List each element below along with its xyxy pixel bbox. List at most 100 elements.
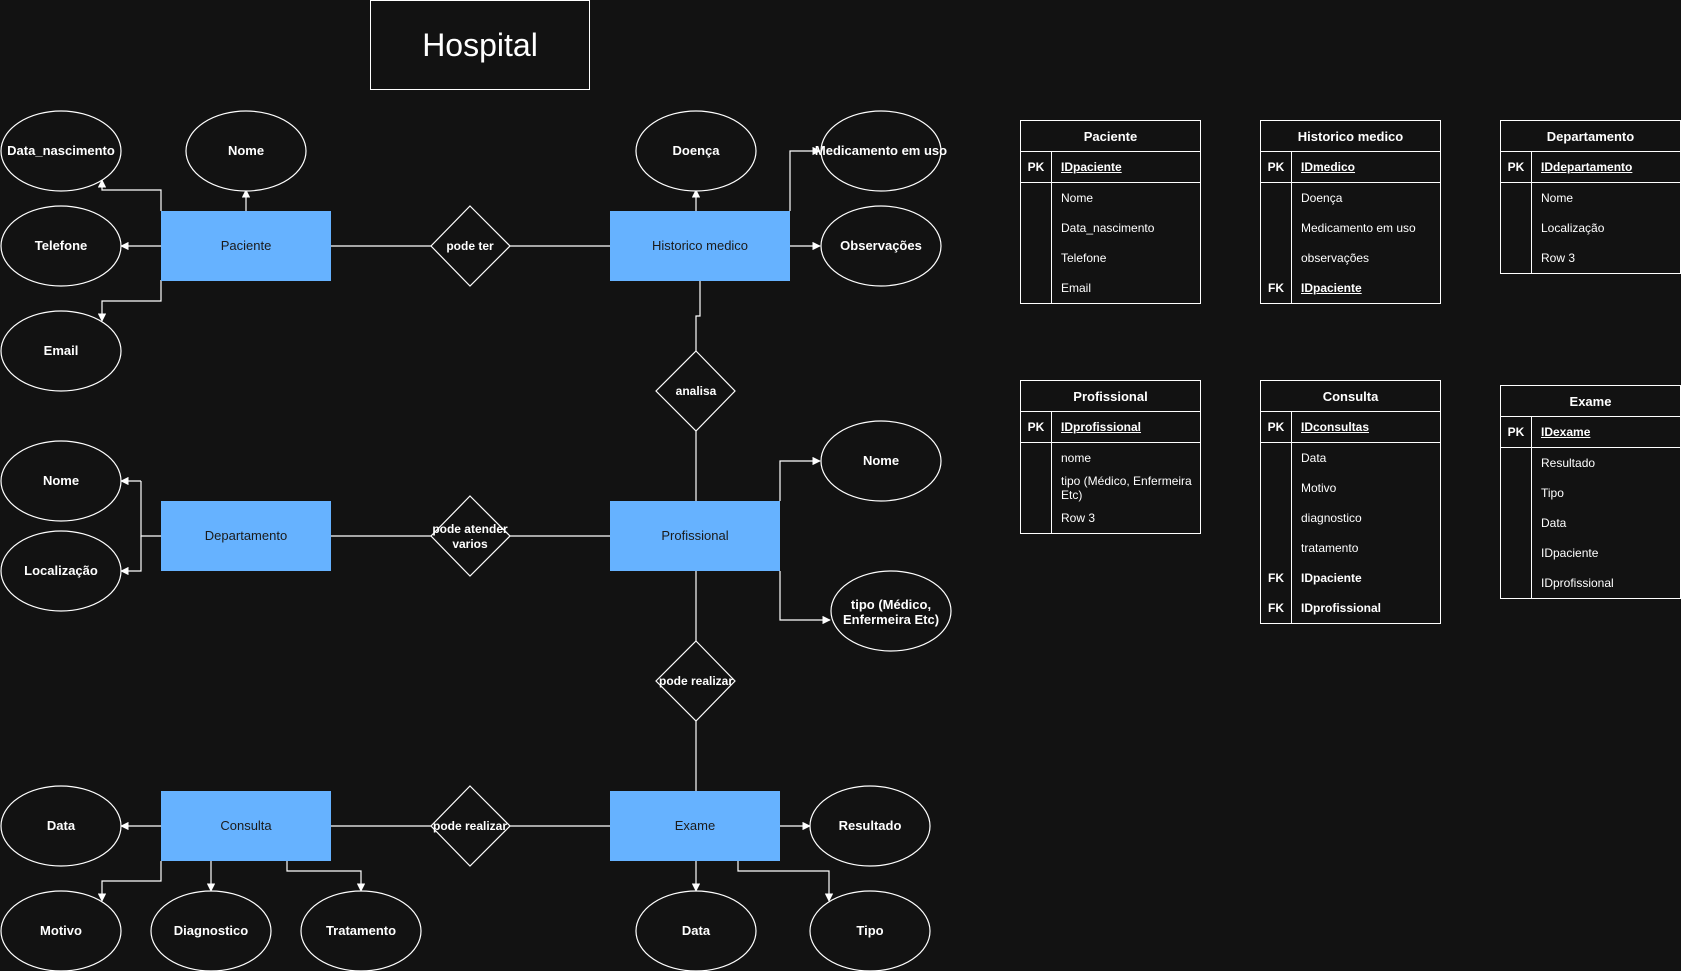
attr-label: Email: [44, 343, 79, 358]
entity-departamento[interactable]: Departamento: [161, 501, 331, 571]
table-key-cell: [1261, 213, 1292, 243]
diagram-title[interactable]: Hospital: [370, 0, 590, 90]
table-row[interactable]: tipo (Médico, Enfermeira Etc): [1021, 473, 1200, 503]
edge-paciente-data-nascimento: [97, 179, 162, 211]
table-historico-title: Historico medico: [1261, 121, 1440, 152]
rel-pode-realizar-consulta[interactable]: pode realizar: [430, 785, 511, 867]
table-row[interactable]: Tipo: [1501, 478, 1680, 508]
attr-consulta-diagnostico[interactable]: Diagnostico: [150, 890, 272, 971]
entity-historico-medico[interactable]: Historico medico: [610, 211, 790, 281]
table-field-cell: Motivo: [1301, 481, 1337, 495]
table-row[interactable]: Data_nascimento: [1021, 213, 1200, 243]
table-row[interactable]: Localização: [1501, 213, 1680, 243]
rel-pode-atender-label-1: pode atender: [432, 522, 508, 536]
attr-paciente-email[interactable]: Email: [0, 310, 122, 392]
table-field-cell: Row 3: [1061, 511, 1096, 525]
table-key-cell: FK: [1261, 273, 1292, 303]
attr-historico-observacoes[interactable]: Observações: [820, 205, 942, 287]
table-row[interactable]: Nome: [1501, 183, 1680, 213]
entity-exame[interactable]: Exame: [610, 791, 780, 861]
table-row[interactable]: Data: [1501, 508, 1680, 538]
table-row[interactable]: Telefone: [1021, 243, 1200, 273]
attr-label: Medicamento em uso: [815, 143, 947, 158]
attr-departamento-localizacao[interactable]: Localização: [0, 530, 122, 612]
entity-paciente[interactable]: Paciente: [161, 211, 331, 281]
attr-consulta-motivo[interactable]: Motivo: [0, 890, 122, 971]
table-row[interactable]: Medicamento em uso: [1261, 213, 1440, 243]
table-field-cell: Tipo: [1541, 486, 1564, 500]
attr-historico-doenca[interactable]: Doença: [635, 110, 757, 192]
table-key-cell: [1261, 473, 1292, 503]
attr-label: Nome: [43, 473, 79, 488]
attr-paciente-data-nascimento[interactable]: Data_nascimento: [0, 110, 122, 192]
table-field-cell: Localização: [1541, 221, 1605, 235]
table-row[interactable]: diagnostico: [1261, 503, 1440, 533]
attr-profissional-tipo[interactable]: tipo (Médico, Enfermeira Etc): [830, 570, 952, 652]
edge-profissional-nome: [779, 456, 821, 501]
table-field-cell: Nome: [1541, 191, 1574, 205]
attr-consulta-tratamento[interactable]: Tratamento: [300, 890, 422, 971]
entities: Paciente Historico medico Departamento P…: [161, 211, 790, 861]
rel-pode-ter[interactable]: pode ter: [430, 205, 511, 287]
attr-paciente-telefone[interactable]: Telefone: [0, 205, 122, 287]
table-row[interactable]: Nome: [1021, 183, 1200, 213]
table-row[interactable]: IDpaciente: [1501, 538, 1680, 568]
table-row[interactable]: Motivo: [1261, 473, 1440, 503]
table-row[interactable]: Data: [1261, 443, 1440, 473]
attr-historico-medicamento[interactable]: Medicamento em uso: [815, 110, 947, 192]
table-row[interactable]: Email: [1021, 273, 1200, 303]
edge-departamento-attr-trunk: [140, 481, 161, 537]
rel-analisa[interactable]: analisa: [655, 350, 736, 432]
attr-exame-resultado[interactable]: Resultado: [809, 785, 931, 867]
edge-historico-analisa: [695, 281, 701, 351]
attr-exame-data[interactable]: Data: [635, 890, 757, 971]
rel-pode-realizar-profissional[interactable]: pode realizar: [655, 640, 736, 722]
table-row[interactable]: observações: [1261, 243, 1440, 273]
attr-paciente-nome[interactable]: Nome: [185, 110, 307, 192]
table-row[interactable]: Row 3: [1501, 243, 1680, 273]
attr-profissional-nome[interactable]: Nome: [820, 420, 942, 502]
attr-label: Nome: [228, 143, 264, 158]
entity-profissional[interactable]: Profissional: [610, 501, 780, 571]
rel-pode-atender-varios[interactable]: pode atender varios: [430, 495, 511, 577]
table-field-cell: IDpaciente: [1301, 571, 1362, 585]
table-row[interactable]: IDprofissional: [1501, 568, 1680, 598]
table-row[interactable]: tratamento: [1261, 533, 1440, 563]
edge-consulta-motivo: [97, 861, 162, 902]
table-row[interactable]: Row 3: [1021, 503, 1200, 533]
table-row[interactable]: nome: [1021, 443, 1200, 473]
attr-exame-tipo[interactable]: Tipo: [809, 890, 931, 971]
table-key-cell: [1021, 183, 1052, 213]
entity-consulta[interactable]: Consulta: [161, 791, 331, 861]
table-field-cell: Data_nascimento: [1061, 221, 1155, 235]
table-key-cell: [1021, 473, 1052, 503]
table-row[interactable]: Resultado: [1501, 448, 1680, 478]
table-field-cell: Data: [1301, 451, 1327, 465]
attr-departamento-nome[interactable]: Nome: [0, 440, 122, 522]
table-paciente-title: Paciente: [1021, 121, 1200, 152]
attr-label: Localização: [24, 563, 98, 578]
table-row[interactable]: Doença: [1261, 183, 1440, 213]
rel-analisa-label: analisa: [676, 384, 717, 398]
entity-consulta-label: Consulta: [220, 818, 272, 833]
attr-consulta-data[interactable]: Data: [0, 785, 122, 867]
table-field-cell: IDprofissional: [1541, 576, 1614, 590]
